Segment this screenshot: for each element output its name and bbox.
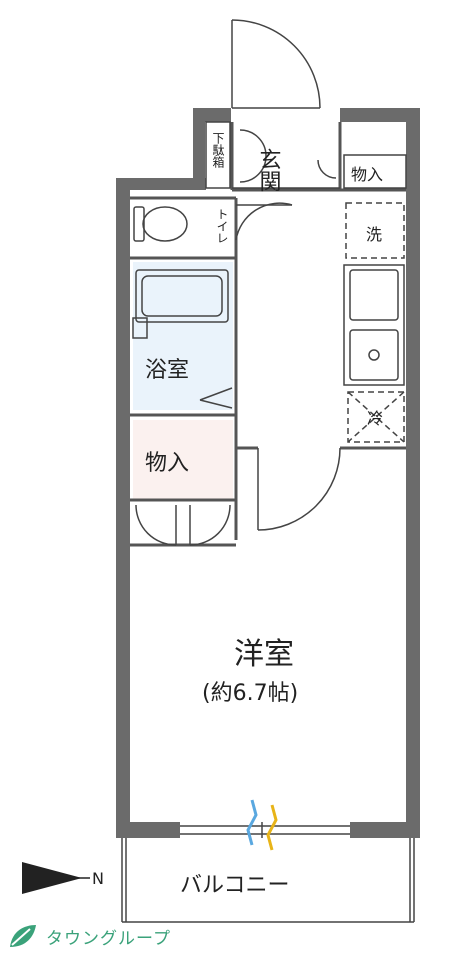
bath-door — [199, 387, 233, 409]
company-logo: タウングループ — [6, 918, 171, 954]
logo-text: タウングループ — [46, 928, 171, 949]
label-fridge: 冷 — [367, 409, 383, 428]
label-western-room: 洋室 — [234, 637, 294, 672]
storage-hall-area — [133, 420, 233, 500]
bath-area — [133, 262, 233, 410]
leaf-logo-icon — [10, 925, 36, 947]
label-toilet: トイレ — [215, 208, 229, 244]
shoebox — [205, 121, 231, 189]
label-balcony: バルコニー — [180, 873, 290, 898]
washer-space — [345, 202, 405, 259]
water-yellow-icon — [266, 804, 278, 851]
genkan-door-arc — [239, 129, 267, 183]
kitchen-counter — [343, 264, 405, 386]
toilet-icon — [133, 206, 188, 242]
label-genkan: 玄関 — [256, 148, 281, 192]
water-blue-icon — [246, 799, 258, 846]
storage-entry-door — [317, 159, 337, 179]
entry-door — [231, 19, 321, 109]
exterior-walls — [116, 108, 420, 838]
balcony-window — [180, 822, 350, 838]
compass-arrow-icon — [22, 862, 90, 894]
fridge-space — [347, 391, 405, 443]
label-shoebox: 下駄箱 — [211, 132, 225, 168]
label-storage-entry: 物入 — [351, 165, 383, 184]
label-north: N — [92, 869, 104, 888]
toilet-door — [235, 202, 293, 241]
label-bath: 浴室 — [145, 358, 189, 383]
interior-walls — [130, 122, 406, 547]
storage-entry-box — [343, 154, 407, 189]
label-storage-hall: 物入 — [145, 451, 189, 476]
bathtub-icon — [132, 269, 229, 339]
room-door — [257, 447, 341, 531]
label-washer: 洗 — [366, 225, 382, 244]
label-western-room-size: (約6.7帖) — [202, 681, 298, 706]
balcony-outline — [121, 838, 415, 923]
storage-hall-doors — [135, 504, 231, 546]
